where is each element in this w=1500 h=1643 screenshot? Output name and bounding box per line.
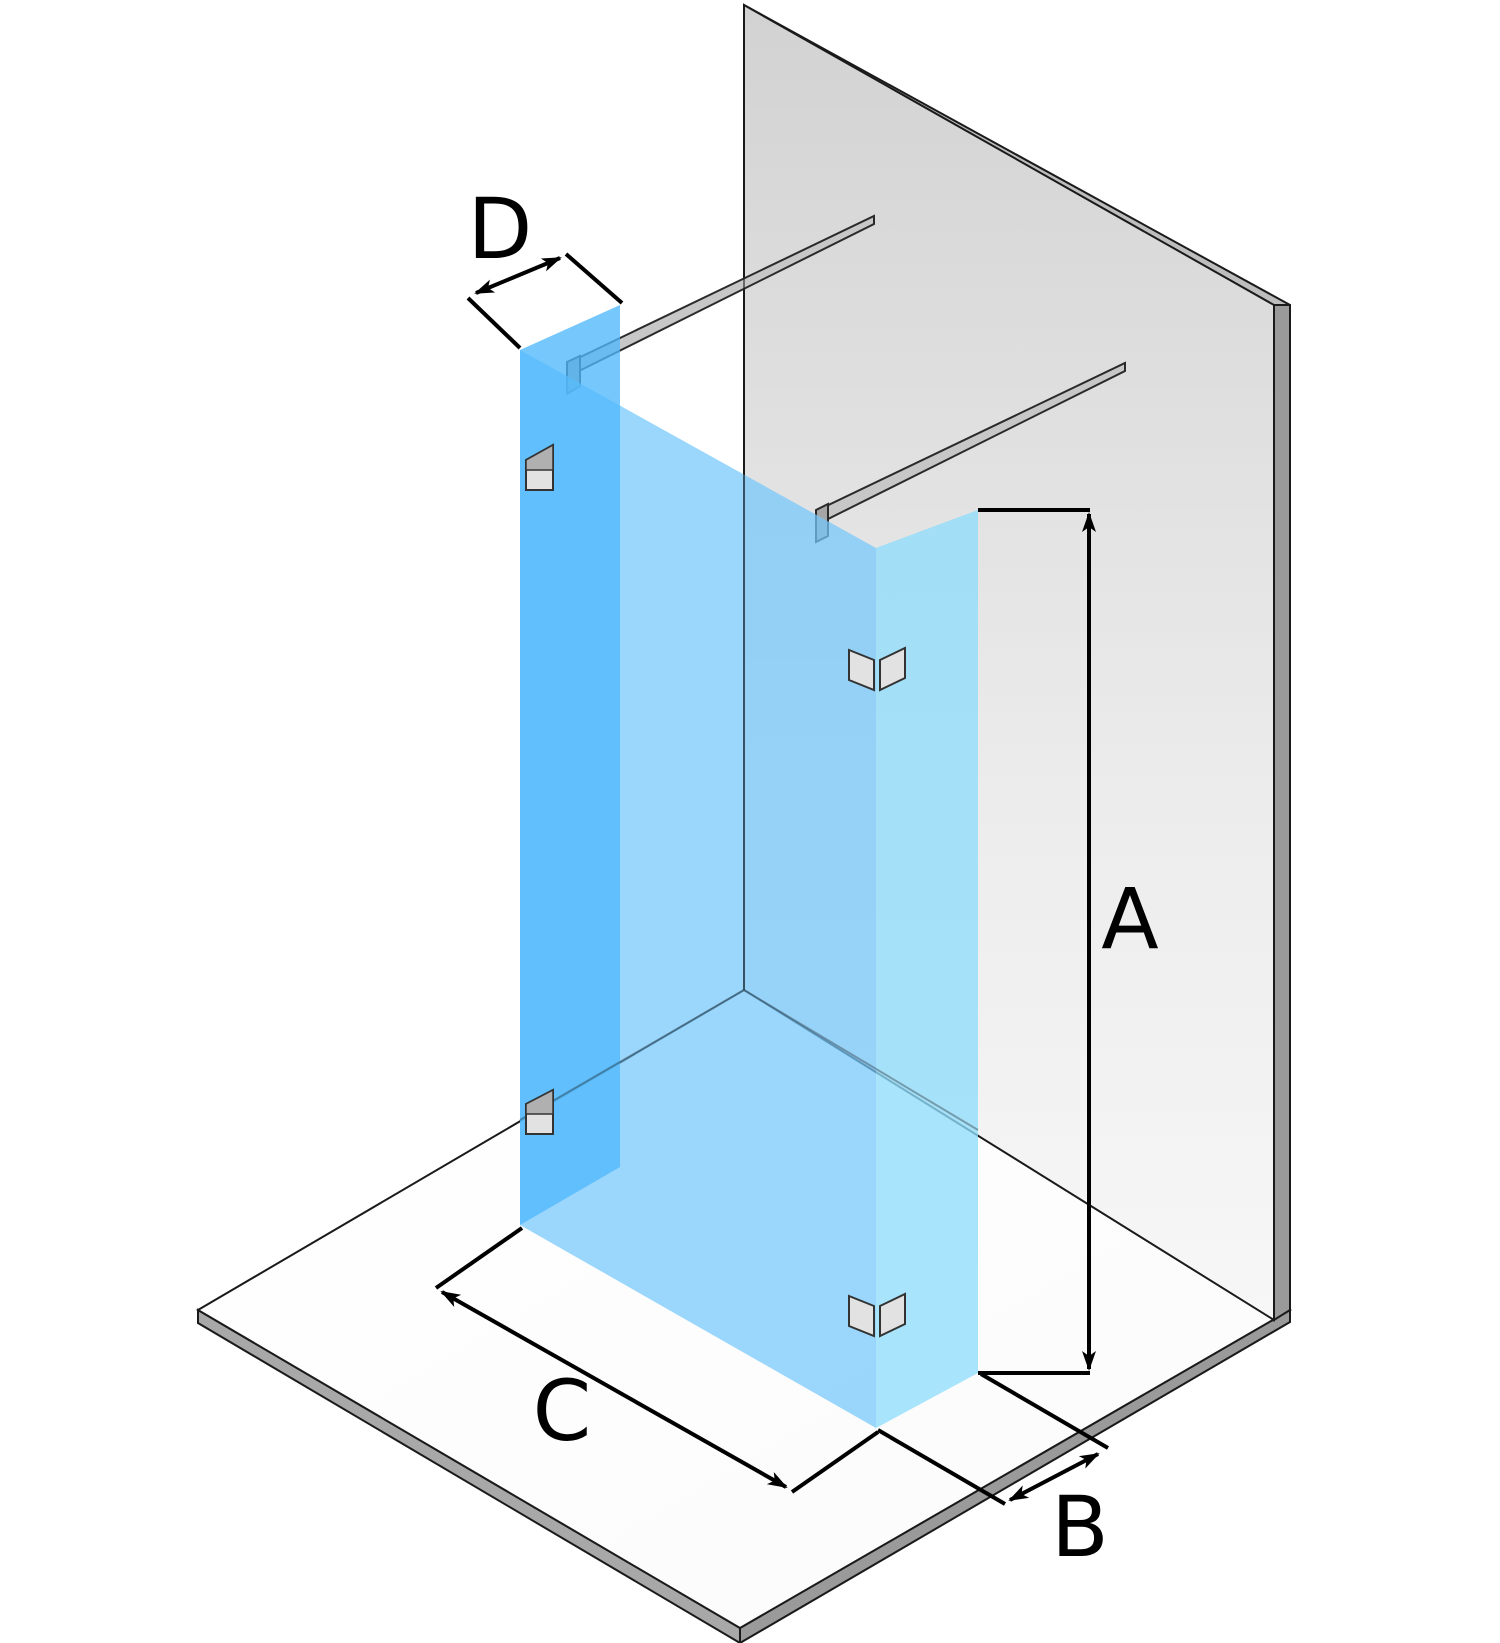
dimension-c-label: C [533, 1362, 592, 1460]
hinge-icon [525, 443, 554, 491]
wall-edge-side [1273, 304, 1291, 1322]
hinge-icon [848, 1292, 906, 1338]
hinge-icon [848, 646, 906, 692]
dimension-b: B [876, 1372, 1110, 1576]
glass-side-panel [876, 510, 978, 1428]
dimension-d: D [466, 180, 624, 350]
dimension-b-label: B [1051, 1478, 1109, 1576]
dimension-d-label: D [468, 180, 533, 278]
dimension-a-label: A [1101, 870, 1158, 968]
dimension-c: C [434, 1226, 880, 1494]
wall-floor-corner-line [519, 989, 745, 1121]
hinge-icon [525, 1088, 554, 1135]
glass-return-panel [520, 305, 620, 1225]
dimension-a: A [978, 508, 1159, 1375]
